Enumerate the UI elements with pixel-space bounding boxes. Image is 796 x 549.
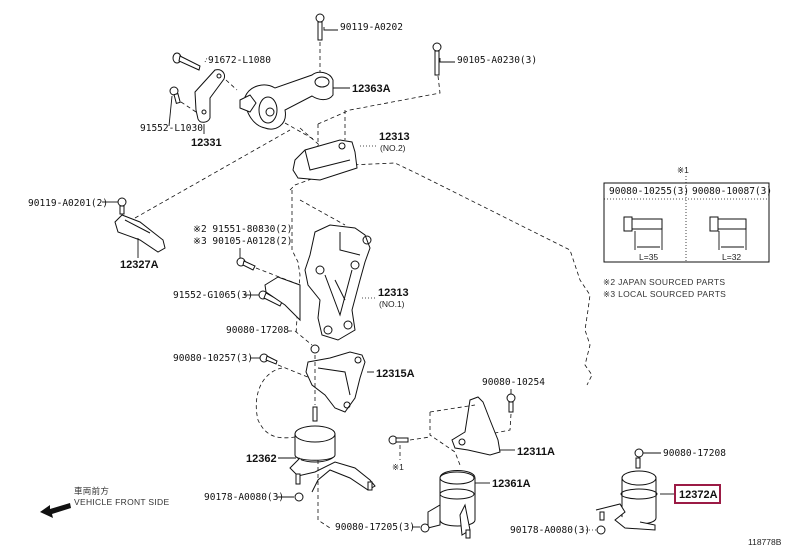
- bolt-90119-A0202[interactable]: [315, 13, 338, 75]
- label-12327A[interactable]: 12327A: [120, 259, 159, 271]
- label-90080-17208-lower[interactable]: 90080-17208: [663, 448, 726, 459]
- front-label-japanese: 車両前方: [74, 486, 109, 496]
- part-12315A-bracket[interactable]: [305, 351, 374, 413]
- nut-90178-A0080-right[interactable]: [583, 525, 606, 535]
- inset-col1-length: L=35: [639, 252, 658, 262]
- inset-col2-part: 90080-10087(3): [692, 186, 772, 197]
- part-12313-no1-bracket[interactable]: [299, 199, 376, 341]
- label-91672-L1080[interactable]: 91672-L1080: [208, 55, 271, 66]
- label-90080-17208-upper[interactable]: 90080-17208: [226, 325, 289, 336]
- inset-col1-part: 90080-10255(3): [609, 186, 689, 197]
- label-12361A[interactable]: 12361A: [492, 478, 531, 490]
- inset-bolt-35-icon: [623, 216, 663, 250]
- part-12311A-bracket[interactable]: [429, 396, 515, 466]
- vehicle-front-indicator: 車両前方 VEHICLE FRONT SIDE: [40, 486, 169, 518]
- note-local-sourced: ※3 LOCAL SOURCED PARTS: [603, 289, 726, 299]
- label-12313-no2-sub: (NO.2): [380, 143, 406, 153]
- diagram-reference-code: 118778B: [748, 537, 782, 547]
- nut-90178-A0080-left[interactable]: [277, 492, 304, 502]
- label-91552-G1065[interactable]: 91552-G1065(3): [173, 290, 253, 301]
- nut-90080-17205[interactable]: [412, 523, 430, 533]
- label-12362[interactable]: 12362: [246, 453, 277, 465]
- note-japan-sourced: ※2 JAPAN SOURCED PARTS: [603, 277, 725, 287]
- label-12315A[interactable]: 12315A: [376, 368, 415, 380]
- label-90178-A0080-right[interactable]: 90178-A0080(3): [510, 525, 590, 536]
- label-12313-no1[interactable]: 12313: [378, 287, 409, 299]
- bolt-90105-A0128[interactable]: [236, 248, 301, 286]
- label-12363A[interactable]: 12363A: [352, 83, 391, 95]
- label-12311A[interactable]: 12311A: [517, 446, 555, 458]
- bolt-91552-G1065[interactable]: [244, 276, 301, 322]
- label-90105-A0128[interactable]: ※3 90105-A0128(2): [193, 236, 292, 247]
- part-12331-bracket[interactable]: [194, 69, 238, 134]
- bolt-90080-10257[interactable]: [250, 353, 311, 379]
- label-12372A[interactable]: 12372A: [679, 489, 718, 501]
- part-12361A-engine-mount[interactable]: [427, 470, 490, 539]
- label-90178-A0080-left[interactable]: 90178-A0080(3): [204, 492, 284, 503]
- part-12362-engine-mount[interactable]: [278, 406, 376, 529]
- inset-bolt-32-icon: [709, 216, 747, 250]
- label-ref1: ※1: [392, 462, 404, 472]
- front-label-english: VEHICLE FRONT SIDE: [74, 497, 169, 507]
- bolt-90105-A0230[interactable]: [317, 42, 455, 125]
- label-12313-no1-sub: (NO.1): [379, 299, 405, 309]
- inset-marker: ※1: [677, 165, 689, 175]
- label-12313-no2[interactable]: 12313: [379, 131, 410, 143]
- label-91551-80830[interactable]: ※2 91551-80830(2): [193, 224, 292, 235]
- label-90080-17205[interactable]: 90080-17205(3): [335, 522, 415, 533]
- label-90105-A0230[interactable]: 90105-A0230(3): [457, 55, 537, 66]
- label-90080-10257[interactable]: 90080-10257(3): [173, 353, 253, 364]
- bolt-91552-L1030[interactable]: [168, 86, 197, 127]
- part-12327A-bracket[interactable]: [114, 129, 291, 258]
- label-12331[interactable]: 12331: [191, 137, 222, 149]
- label-90119-A0202[interactable]: 90119-A0202: [340, 22, 403, 33]
- engine-outline: [255, 162, 593, 439]
- bolt-90119-A0201[interactable]: [102, 197, 127, 215]
- nut-90080-17208-upper[interactable]: [288, 330, 320, 354]
- nut-90080-17208-lower[interactable]: [634, 448, 661, 469]
- part-12363A-torque-rod[interactable]: [239, 71, 350, 141]
- highlight-box-12372A: [674, 484, 721, 504]
- label-90080-10254[interactable]: 90080-10254: [482, 377, 545, 388]
- label-90119-A0201[interactable]: 90119-A0201(2): [28, 198, 108, 209]
- front-arrow-icon: [40, 503, 71, 518]
- label-91552-L1030[interactable]: 91552-L1030: [140, 123, 203, 134]
- inset-bolt-table: ※1 90080-10255(3) 90080-10087(3) L=35 L=…: [603, 165, 772, 263]
- bolt-ref1[interactable]: [388, 435, 431, 460]
- inset-col2-length: L=32: [722, 252, 741, 262]
- part-12313-no2-bracket[interactable]: [292, 110, 378, 181]
- part-12372A-engine-mount[interactable]: [595, 470, 674, 531]
- bolt-91672-L1080[interactable]: [172, 52, 208, 71]
